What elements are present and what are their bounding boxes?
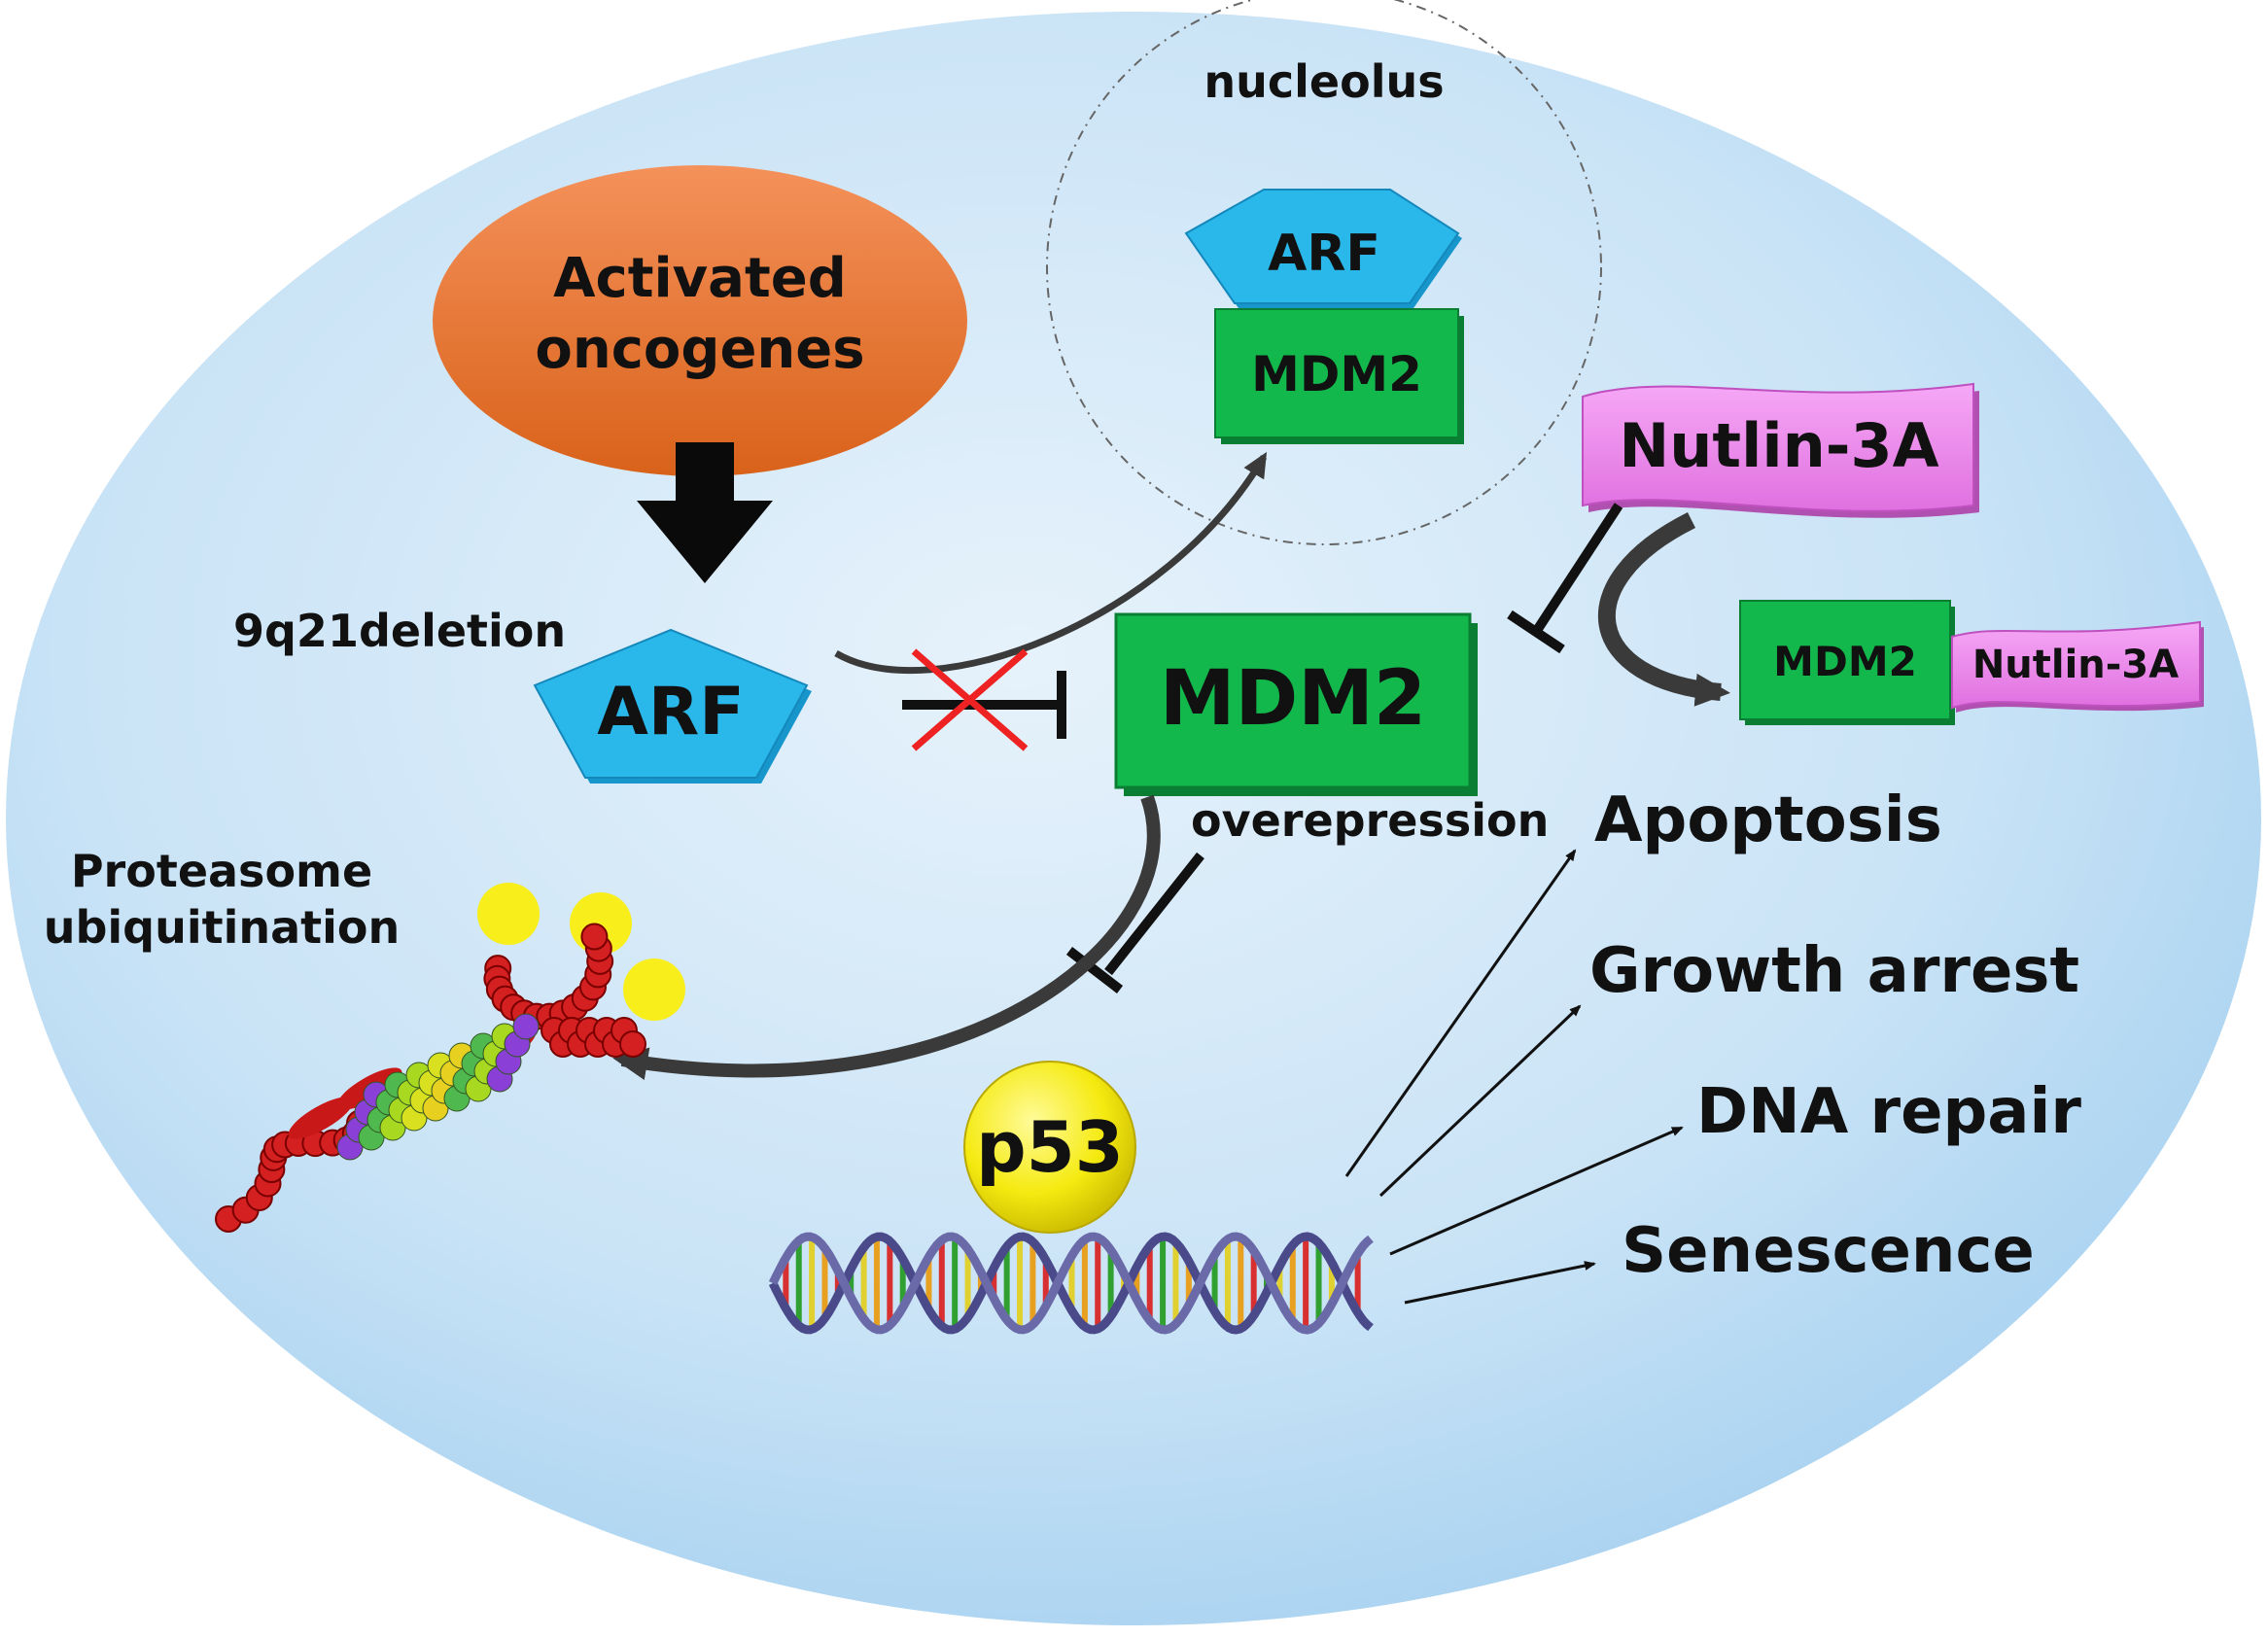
proteasome-label-line1: Proteasome: [71, 845, 372, 897]
arrow-to-dna-repair: [1389, 1126, 1684, 1256]
outcome-growth-arrest: Growth arrest: [1589, 935, 2079, 1007]
proteasome-core-sphere: [512, 1013, 540, 1040]
block-arrow-down: [637, 442, 773, 583]
outcome-dna-repair: DNA repair: [1696, 1076, 2081, 1148]
mdm2-nucleolus-node: MDM2: [1214, 308, 1464, 444]
nutlin-main-banner: [1582, 382, 1974, 512]
p53-node: p53: [963, 1061, 1136, 1234]
proteasome-icon: [215, 923, 646, 1233]
arf-main-label: ARF: [597, 674, 744, 750]
nutlin-inhibits-mdm2: [1507, 503, 1623, 654]
nucleolus-boundary: [1046, 0, 1602, 545]
proteasome-bead: [619, 1030, 646, 1058]
outcome-apoptosis: Apoptosis: [1594, 784, 1942, 856]
proteasome-label-line2: ubiquitination: [44, 901, 401, 954]
ubiquitin-ball-3: [623, 958, 685, 1021]
nutlin-complex-label: Nutlin-3A: [1972, 643, 2179, 687]
mdm2-main-label: MDM2: [1160, 655, 1426, 743]
arf-main-node: ARF: [533, 628, 812, 784]
nutlin-complex-banner: [1951, 620, 2201, 710]
arf-nucleolus-label: ARF: [1268, 225, 1380, 283]
deletion-label: 9q21deletion: [233, 605, 566, 657]
nutlin-to-complex-arrow: [1597, 511, 1730, 707]
activated-oncogenes-label-line2: oncogenes: [535, 318, 864, 381]
arf-nucleolus-node: ARF: [1184, 189, 1462, 308]
arrow-to-senescence: [1404, 1261, 1596, 1305]
overexpression-label: overepression: [1191, 794, 1549, 847]
nucleolus-label: nucleolus: [1204, 55, 1444, 108]
mdm2-to-proteasome-arrow: [612, 794, 1161, 1081]
mdm2-nucleolus-label: MDM2: [1251, 346, 1422, 402]
dna-helix-icon: [768, 1232, 1374, 1335]
dna-strand-2: [768, 1232, 1374, 1335]
arf-to-nucleolus-arrow: [834, 451, 1268, 675]
arrow-to-growth-arrest: [1378, 1004, 1582, 1198]
mdm2-main-node: MDM2: [1114, 612, 1478, 796]
ubiquitin-ball-1: [477, 883, 540, 945]
outcome-senescence: Senescence: [1622, 1215, 2035, 1287]
arf-inhibits-mdm2-crossed: [902, 648, 1066, 751]
mdm2-inhibits-p53: [1065, 852, 1204, 993]
activated-oncogenes-label-line1: Activated: [553, 247, 847, 310]
nutlin-main-node: Nutlin-3A: [1582, 382, 1979, 518]
cross-line-2: [911, 648, 1029, 751]
p53-label: p53: [976, 1106, 1124, 1188]
nutlin-main-label: Nutlin-3A: [1619, 410, 1938, 481]
proteasome-bead: [580, 923, 609, 951]
activated-oncogenes-oval: [433, 165, 967, 476]
arrow-to-apoptosis: [1344, 849, 1577, 1177]
proteasome-subunit: [288, 1097, 354, 1139]
mdm2-complex-label: MDM2: [1773, 638, 1917, 685]
mdm2-nutlin-complex: MDM2 Nutlin-3A: [1739, 600, 2204, 725]
